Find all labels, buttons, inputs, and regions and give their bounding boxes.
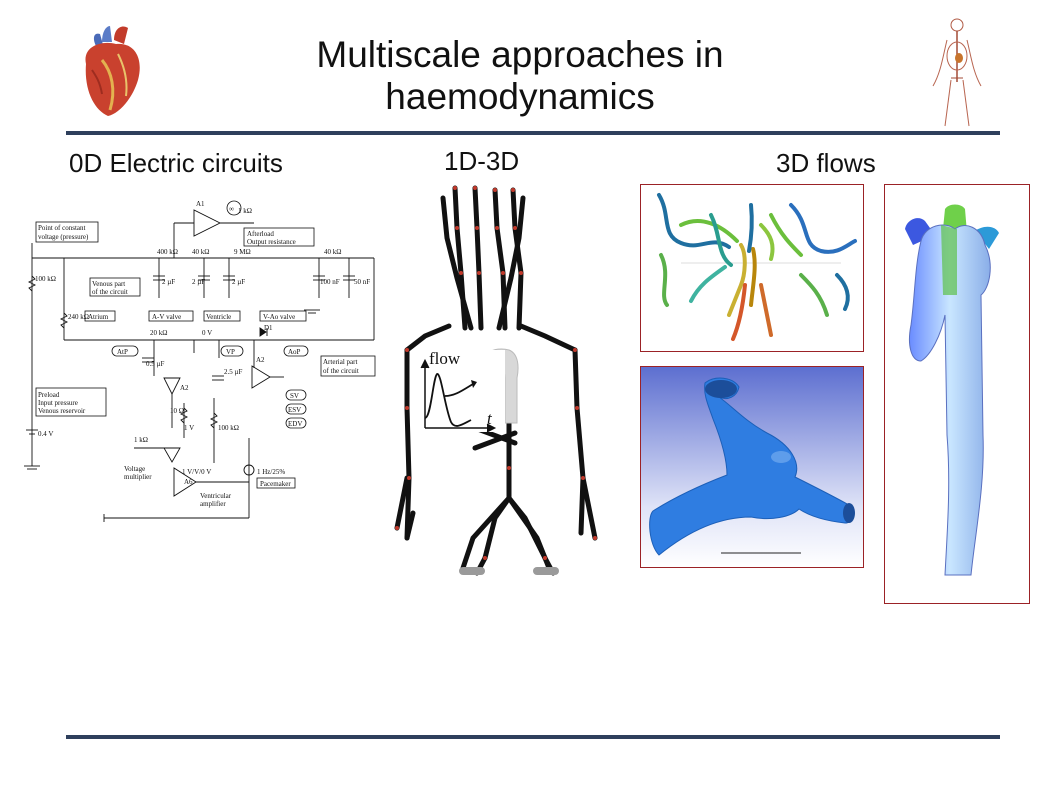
aorta-mesh-panel: [884, 184, 1030, 604]
label-edv: EDV: [288, 420, 302, 428]
aneurysm-render: [649, 377, 855, 556]
label-ventricle: Ventricle: [206, 313, 231, 321]
slide-title: Multiscale approaches in haemodynamics: [200, 34, 840, 118]
label-ventricular: Ventricular: [200, 492, 232, 500]
comp-c-2uf-1: 2 µF: [162, 278, 175, 286]
section-label-0d: 0D Electric circuits: [69, 148, 283, 178]
comp-c-2uf-2: 2 µF: [192, 278, 205, 286]
comp-c-2uf-3: 2 µF: [232, 278, 245, 286]
comp-r-100k-left: 100 kΩ: [35, 275, 56, 283]
label-arterial-circuit: of the circuit: [323, 367, 359, 375]
comp-hz: 1 Hz/25%: [257, 468, 285, 476]
flow-curve: [424, 373, 472, 427]
comp-c-100nf: 100 nF: [320, 278, 340, 286]
time-axis-label: t: [487, 409, 493, 428]
label-venous-circuit: of the circuit: [92, 288, 128, 296]
comp-r-9m: 9 MΩ: [234, 248, 251, 256]
label-vp: VP: [226, 348, 235, 356]
comp-infinity: ∞: [229, 205, 234, 213]
heart-illustration: [85, 26, 140, 116]
section-label-1d3d: 1D-3D: [444, 146, 520, 176]
label-voltage-pressure: voltage (pressure): [38, 233, 89, 241]
anatomy-illustration: [932, 18, 982, 127]
label-preload: Preload: [38, 391, 60, 399]
comp-a1: A1: [196, 200, 205, 208]
label-multiplier: multiplier: [124, 473, 152, 481]
comp-a6: A6: [184, 478, 193, 486]
section-label-3d: 3D flows: [776, 148, 876, 178]
flow-axis-label: flow: [429, 349, 461, 368]
label-venous-reservoir: Venous reservoir: [38, 407, 86, 415]
arterial-network: flow t: [394, 185, 598, 576]
title-line-1: Multiscale approaches in: [316, 34, 724, 75]
comp-r-10: 10 Ω: [170, 407, 184, 415]
comp-r-40k-right: 40 kΩ: [324, 248, 341, 256]
label-aop: AoP: [288, 348, 301, 356]
comp-r-1k-top: 1 kΩ: [238, 207, 252, 215]
title-line-2: haemodynamics: [385, 76, 655, 117]
comp-v-1v: 1 V: [184, 424, 194, 432]
comp-a2: A2: [256, 356, 265, 364]
top-divider: [66, 131, 1000, 135]
comp-c-25uf: 2.5 µF: [224, 368, 243, 376]
aneurysm-panel: [640, 366, 864, 568]
label-voltage: Voltage: [124, 465, 145, 473]
label-venous-part: Venous part: [92, 280, 125, 288]
comp-c-05uf: 0.5 µF: [146, 360, 165, 368]
vessel-nodes: [395, 186, 597, 560]
comp-d1: D1: [264, 324, 273, 332]
comp-r-240k: 240 kΩ: [68, 313, 89, 321]
label-output-resistance: Output resistance: [247, 238, 296, 246]
label-input-pressure: Input pressure: [38, 399, 78, 407]
label-point-constant: Point of constant: [38, 224, 85, 232]
circuit-schematic: Point of constant voltage (pressure) Ven…: [24, 200, 376, 522]
cerebral-vessels-render: [657, 193, 857, 341]
comp-r-20k: 20 kΩ: [150, 329, 167, 337]
label-amplifier: amplifier: [200, 500, 226, 508]
comp-v-0v: 0 V: [202, 329, 212, 337]
flow-waveform-inset: flow t: [415, 349, 505, 433]
comp-r-400k: 400 kΩ: [157, 248, 178, 256]
label-atrium: Atrium: [88, 313, 109, 321]
label-esv: ESV: [288, 406, 301, 414]
comp-a2b: A2: [180, 384, 189, 392]
comp-r-40k: 40 kΩ: [192, 248, 209, 256]
label-av-valve: A-V valve: [152, 313, 181, 321]
aorta-mesh-render: [905, 204, 999, 576]
comp-v-04v: 0.4 V: [38, 430, 53, 438]
label-atp: AtP: [117, 348, 128, 356]
label-afterload: Afterload: [247, 230, 274, 238]
cerebral-vessels-panel: [640, 184, 864, 352]
comp-v-ratio: 1 V/V/0 V: [182, 468, 211, 476]
comp-r-1k-bottom: 1 kΩ: [134, 436, 148, 444]
label-pacemaker: Pacemaker: [260, 480, 291, 488]
bottom-divider: [66, 735, 1000, 739]
comp-r-100k-mid: 100 kΩ: [218, 424, 239, 432]
label-vao-valve: V-Ao valve: [263, 313, 295, 321]
label-sv: SV: [290, 392, 299, 400]
comp-c-50nf: 50 nF: [354, 278, 370, 286]
label-arterial-part: Arterial part: [323, 358, 357, 366]
